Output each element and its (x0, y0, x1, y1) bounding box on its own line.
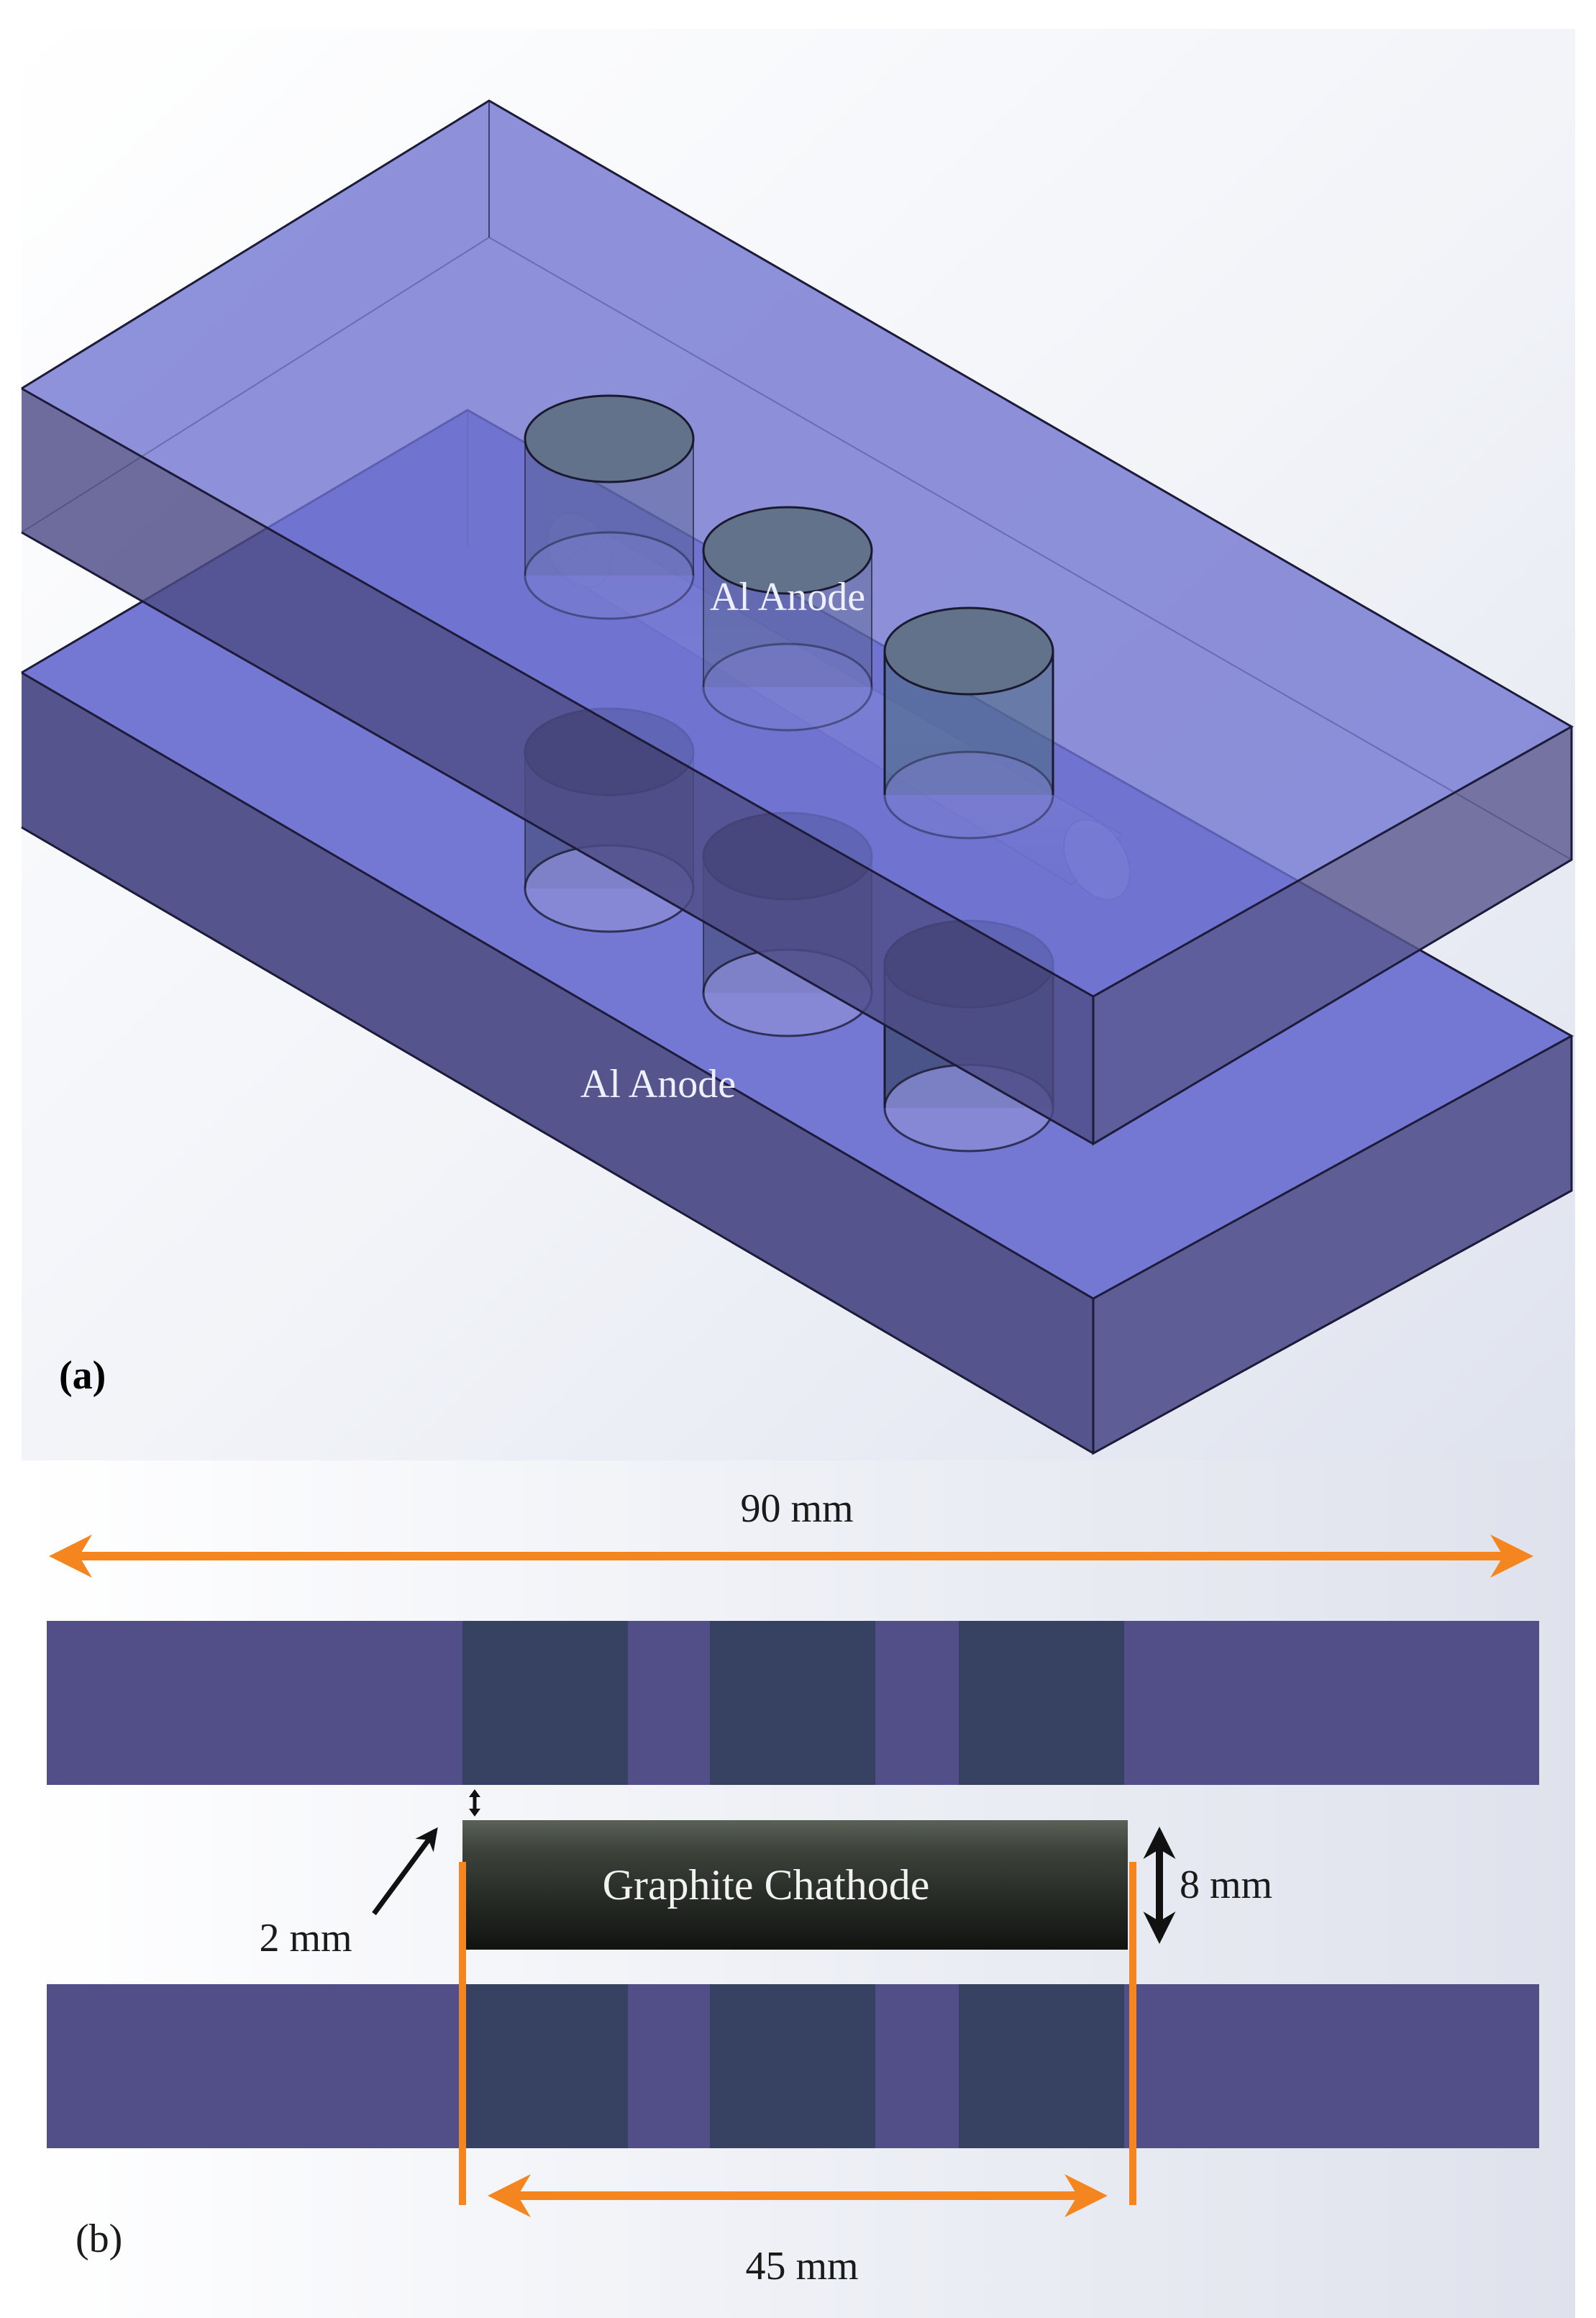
cathode-length-label: 45 mm (745, 2244, 858, 2289)
panel-b-label: (b) (76, 2217, 122, 2261)
bottom-anode-strip (47, 1984, 1539, 2148)
panel-a-label: (a) (59, 1353, 106, 1398)
bottom-plate-side-face (1093, 1036, 1572, 1453)
cylinder-top-1 (524, 394, 695, 620)
top-cylinders (524, 394, 1054, 840)
bottom-plate-front-face (22, 673, 1093, 1453)
gap-pointer-arrow (372, 1827, 438, 1916)
cathode-height-label: 8 mm (1180, 1863, 1272, 1907)
bottom-anode-label: Al Anode (580, 1062, 736, 1106)
bottom-cylinder-slot-1 (462, 1984, 628, 2148)
top-cylinder-slot-1 (462, 1621, 628, 1785)
top-anode-label: Al Anode (710, 575, 865, 619)
top-cylinder-slot-3 (959, 1621, 1124, 1785)
cylinder-top-2 (702, 506, 873, 732)
cylinder-top-3 (883, 606, 1054, 840)
top-cylinder-slot-2 (710, 1621, 875, 1785)
top-anode-strip (47, 1621, 1539, 1785)
graphite-cathode (462, 1820, 1128, 1950)
top-plate-side-face (1093, 727, 1572, 1144)
bottom-cylinder-slot-3 (959, 1984, 1124, 2148)
panel-a: Al Anode Al Anode (a) (21, 29, 1575, 1460)
bottom-cylinder-slot-2 (710, 1984, 875, 2148)
cathode-label: Graphite Chathode (603, 1861, 930, 1909)
top-plate-front-face (22, 388, 1093, 1144)
width-dimension-label: 90 mm (740, 1486, 853, 1531)
panel-b: 90 mm Graphite Chathode 45 mm 8 mm (22, 1460, 1575, 2318)
gap-dimension-label: 2 mm (259, 1916, 352, 1960)
